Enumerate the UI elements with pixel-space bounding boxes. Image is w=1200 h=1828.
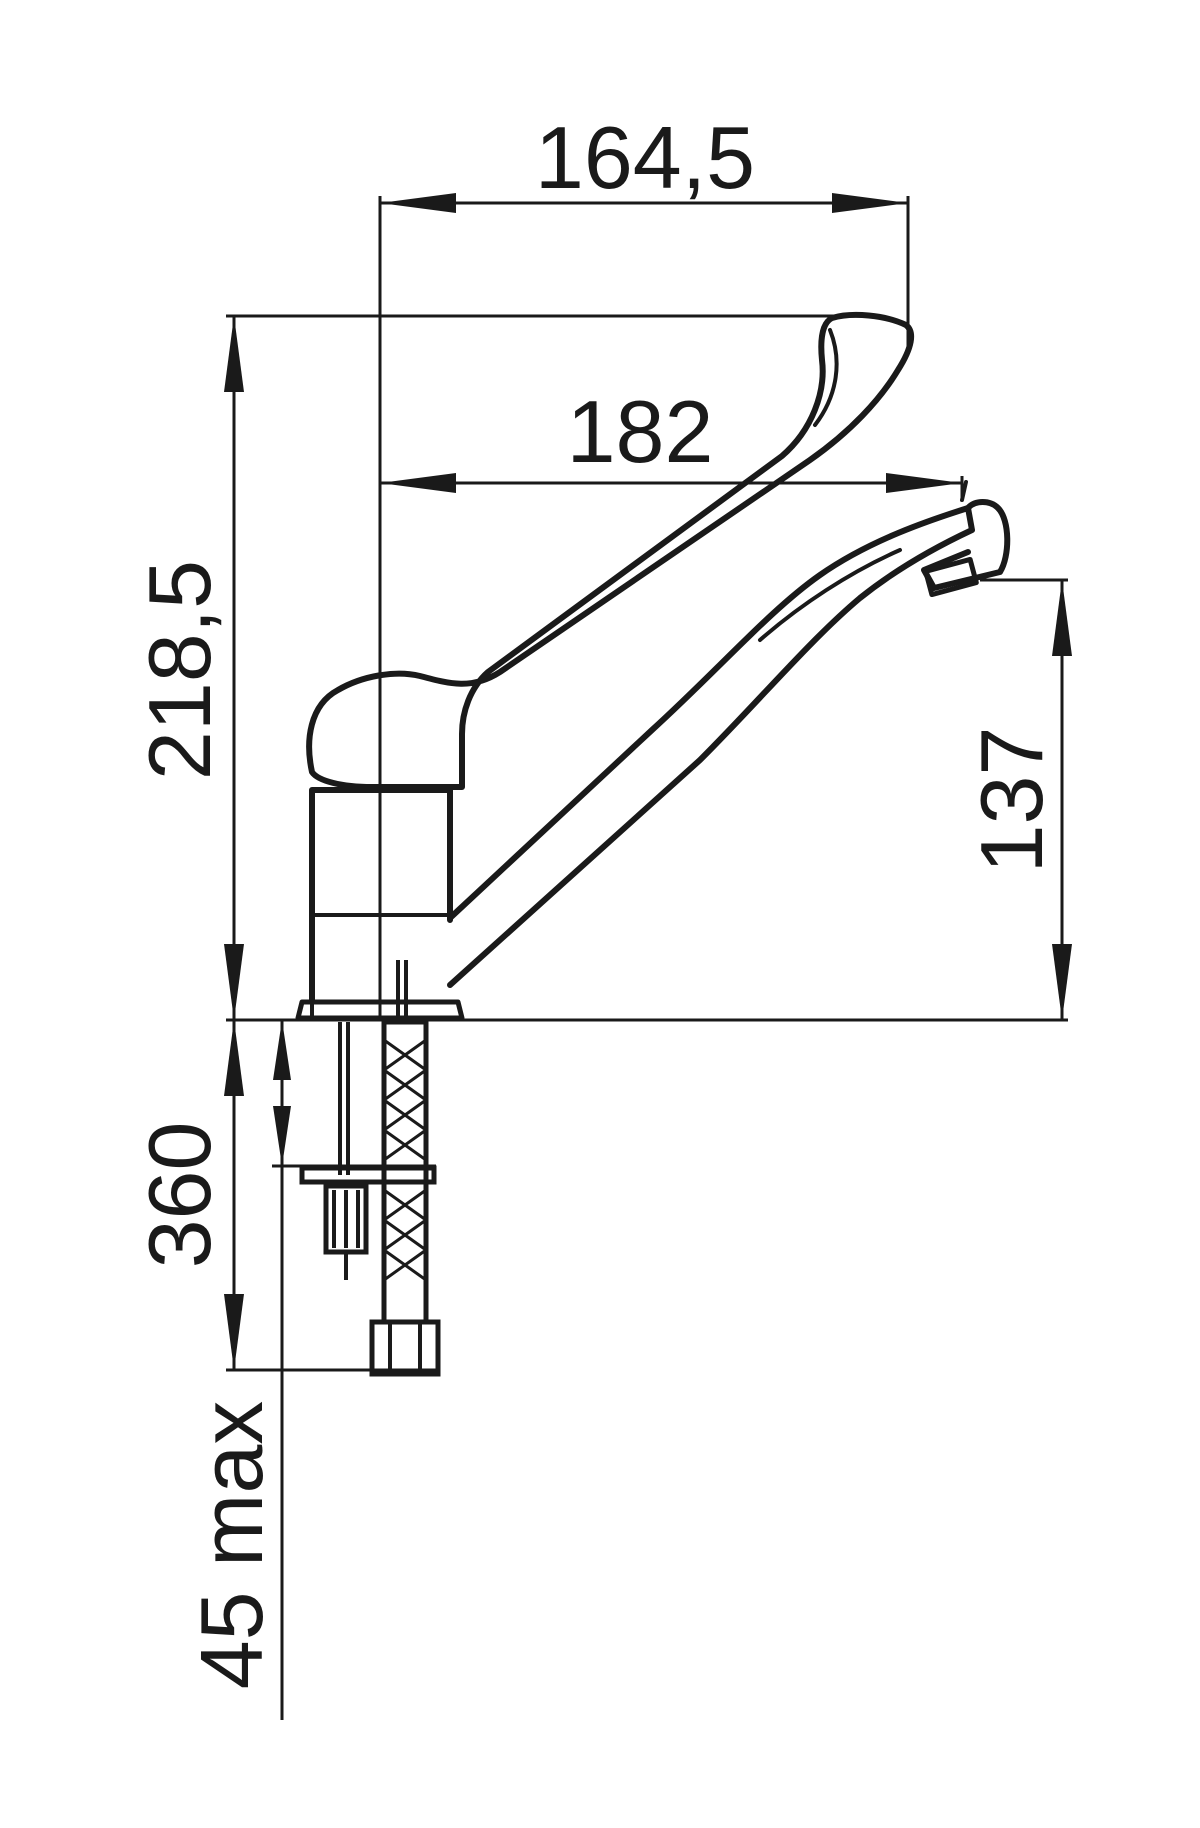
faucet-outline — [295, 311, 1011, 1021]
label-lever-reach: 164,5 — [535, 108, 755, 207]
under-counter-assembly — [299, 960, 441, 1377]
hose-braid-pattern — [383, 1038, 427, 1282]
fixing-plate — [299, 1165, 437, 1185]
spout — [447, 505, 975, 988]
dimension-lines — [226, 196, 1068, 1720]
lever-groove — [813, 328, 839, 427]
label-max-thickness: 45 max — [182, 1401, 281, 1690]
label-spout-height: 137 — [962, 727, 1061, 874]
dimension-arrows — [224, 193, 1072, 1370]
label-overall-height: 218,5 — [130, 560, 229, 780]
spout-highlight — [758, 548, 902, 642]
aerator-tip — [923, 556, 979, 598]
lever-handle — [306, 311, 915, 790]
aerator — [921, 499, 1011, 591]
hose-end-nut — [369, 1319, 441, 1377]
label-spout-reach: 182 — [567, 382, 714, 481]
label-hose-length: 360 — [130, 1122, 229, 1269]
